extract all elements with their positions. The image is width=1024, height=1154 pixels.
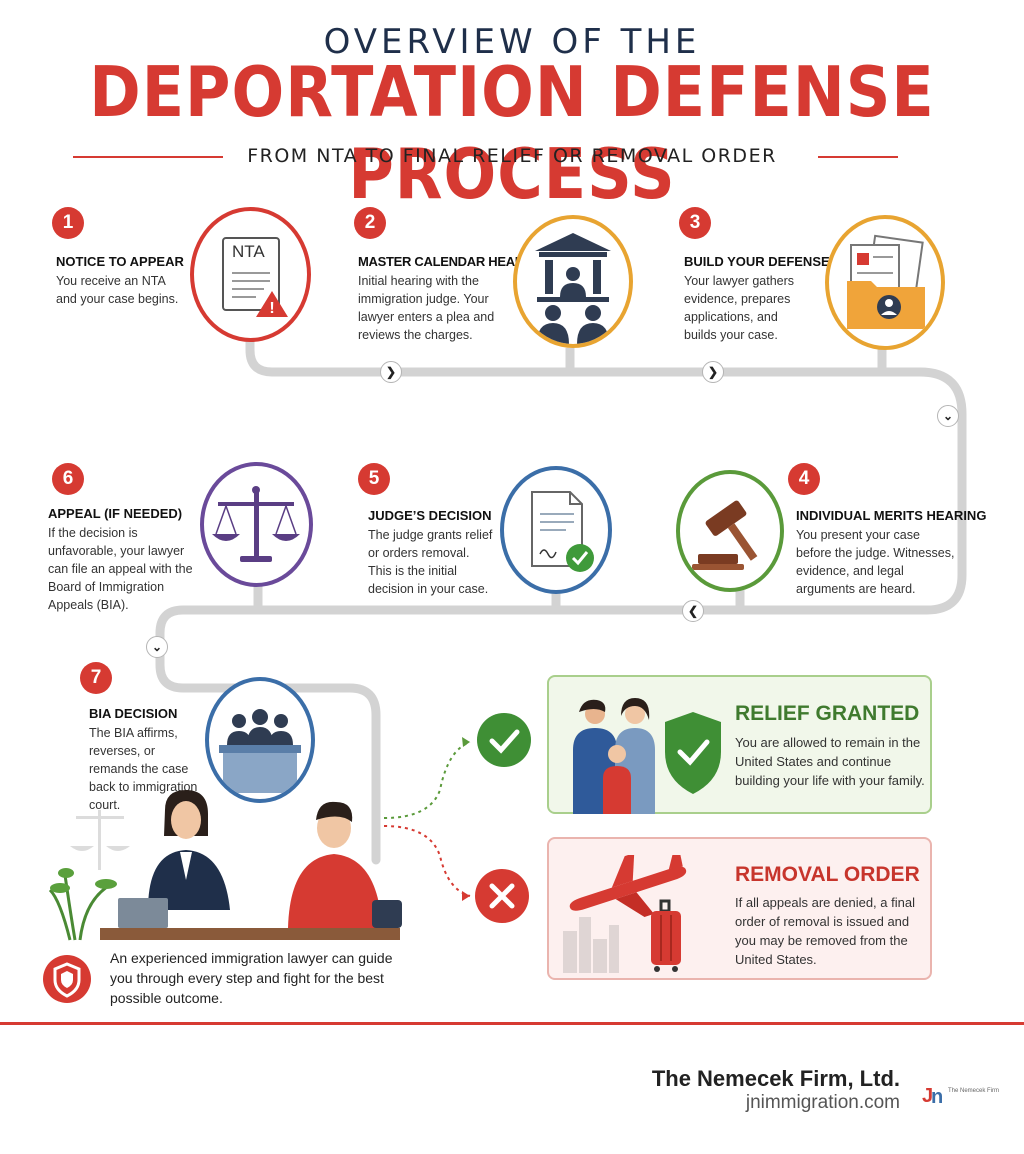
- lawyer-note: An experienced immigration lawyer can gu…: [110, 950, 393, 1006]
- step-number-1: 1: [52, 207, 84, 239]
- nta-document-icon: !: [222, 237, 288, 317]
- step-7-icon-circle: [205, 677, 315, 803]
- step-number-4: 4: [788, 463, 820, 495]
- chevron-down-icon: ⌄: [937, 405, 959, 427]
- family-shield-icon: [573, 698, 721, 814]
- removal-description: If all appeals are denied, a final order…: [735, 895, 915, 967]
- step-title-2: MASTER CALENDAR HEARING: [358, 254, 547, 269]
- step-desc-6: If the decision is unfavorable, your law…: [48, 526, 193, 612]
- page-title: DEPORTATION DEFENSE PROCESS: [89, 51, 935, 215]
- step-title-1: NOTICE TO APPEAR: [56, 254, 184, 269]
- footer-rule: [0, 1022, 1024, 1025]
- courthouse-icon: [535, 233, 611, 344]
- firm-logo-text: The Nemecek Firm: [948, 1088, 1000, 1094]
- step-5-icon-circle: [500, 466, 612, 594]
- shield-badge-icon: [43, 955, 91, 1003]
- step-1-icon-circle: !: [190, 207, 311, 342]
- title-top-line: OVERVIEW OF THE: [323, 22, 701, 62]
- step-4-icon-circle: [676, 470, 784, 592]
- chevron-down-icon: ⌄: [146, 636, 168, 658]
- subtitle-rule-left: [73, 156, 223, 158]
- removal-title: REMOVAL ORDER: [735, 863, 920, 886]
- relief-title: RELIEF GRANTED: [735, 702, 920, 725]
- relief-branch-line: [383, 741, 471, 819]
- step-number-2: 2: [354, 207, 386, 239]
- board-panel-icon: [219, 709, 301, 793]
- step-desc-4: You present your case before the judge. …: [796, 528, 955, 596]
- svg-text:!: !: [269, 300, 274, 317]
- svg-text:J: J: [922, 1085, 933, 1107]
- step-title-4: INDIVIDUAL MERITS HEARING: [796, 508, 987, 523]
- step-title-5: JUDGE’S DECISION: [368, 508, 492, 523]
- firm-name: The Nemecek Firm, Ltd.: [651, 1066, 900, 1091]
- chevron-right-icon: ❯: [702, 361, 724, 383]
- step-number-6: 6: [52, 463, 84, 495]
- step-title-3: BUILD YOUR DEFENSE: [684, 254, 830, 269]
- step-desc-7: The BIA affirms, reverses, or remands th…: [89, 726, 198, 812]
- relief-description: You are allowed to remain in the United …: [735, 735, 925, 788]
- x-circle-icon: [475, 869, 529, 923]
- case-folder-icon: [847, 234, 925, 329]
- chevron-right-icon: ❯: [380, 361, 402, 383]
- gavel-icon: [692, 500, 758, 570]
- step-number-7: 7: [80, 662, 112, 694]
- nta-icon-label: NTA: [232, 242, 265, 261]
- step-desc-3: Your lawyer gathers evidence, prepares a…: [684, 274, 795, 342]
- step-number-3: 3: [679, 207, 711, 239]
- step-desc-1: You receive an NTA and your case begins.: [56, 274, 179, 306]
- page-subtitle: FROM NTA TO FINAL RELIEF OR REMOVAL ORDE…: [247, 145, 777, 167]
- chevron-left-icon: ❮: [682, 600, 704, 622]
- scales-icon: [212, 486, 300, 562]
- signed-document-icon: [531, 491, 594, 572]
- subtitle-rule-right: [818, 156, 898, 158]
- step-3-icon-circle: [825, 215, 945, 350]
- relief-granted-card: RELIEF GRANTED You are allowed to remain…: [547, 675, 932, 814]
- firm-url[interactable]: jnimmigration.com: [745, 1092, 900, 1113]
- step-title-6: APPEAL (IF NEEDED): [48, 506, 183, 521]
- svg-text:n: n: [931, 1086, 943, 1108]
- background-scales-icon: [70, 810, 130, 870]
- step-number-5: 5: [358, 463, 390, 495]
- check-circle-icon: [477, 713, 531, 767]
- step-6-icon-circle: [200, 462, 313, 587]
- step-2-icon-circle: [513, 215, 633, 348]
- step-desc-5: The judge grants relief or orders remova…: [368, 528, 493, 596]
- removal-order-card: REMOVAL ORDER If all appeals are denied,…: [547, 837, 932, 980]
- step-desc-2: Initial hearing with the immigration jud…: [358, 274, 495, 342]
- step-title-7: BIA DECISION: [89, 706, 178, 721]
- removal-branch-line: [383, 825, 471, 897]
- airplane-luggage-icon: [563, 855, 687, 973]
- lawyer-consultation-illustration: [48, 790, 402, 941]
